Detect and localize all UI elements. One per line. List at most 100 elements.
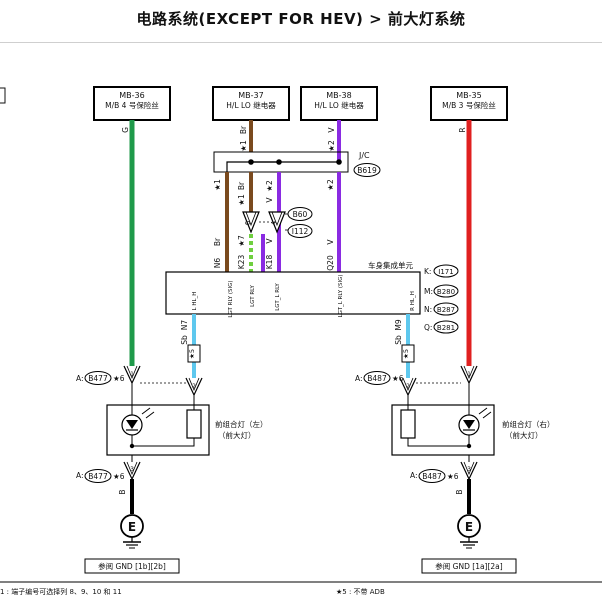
lamp-wire [407, 438, 469, 447]
pin-function: R HL_H [410, 291, 416, 311]
bcm-conn-letter: K: [424, 267, 431, 276]
svg-text:★5: ★5 [402, 349, 410, 359]
connector-badge-b477: B477 [84, 371, 112, 385]
fuse-name: H/L LO 继电器 [314, 100, 364, 110]
svg-text:B60: B60 [293, 210, 308, 219]
wire-note: ★1 [237, 194, 246, 206]
lamp-name: 前组合灯（右） [502, 419, 555, 429]
svg-text:参阅 GND [1b][2b]: 参阅 GND [1b][2b] [98, 561, 166, 571]
pin-function: L HL_H [192, 292, 198, 311]
wire-note: ★1 [213, 179, 222, 191]
wire-note: ★2 [326, 179, 335, 191]
lamp-sub: （前大灯） [505, 430, 543, 440]
pin-function: LGT RLY [250, 284, 256, 306]
headlamp-right-output-connector: 3 [460, 461, 478, 481]
ground-icon-left: E [120, 514, 144, 549]
svg-text:2: 2 [406, 383, 410, 390]
pin-number: K23 [237, 255, 246, 270]
ground-ref-right[interactable]: 参阅 GND [1a][2a] [421, 558, 517, 574]
wire-label: V [265, 238, 274, 244]
fuse-box-mb36: MB-36 M/B 4 号保险丝 [93, 86, 171, 121]
fuse-box-mb35: MB-35 M/B 3 号保险丝 [430, 86, 508, 121]
lamp-wire [132, 438, 195, 447]
pin-number: M9 [394, 319, 403, 330]
svg-text:3: 3 [467, 466, 471, 473]
bcm-box [165, 271, 421, 315]
ground-icon-right: E [457, 514, 481, 549]
connector-badge-b60: B60 [287, 207, 313, 221]
connector-badge-i171: I171 [433, 264, 459, 278]
wire-label: V [327, 127, 336, 133]
led-icon-left [121, 407, 155, 436]
wire-label: B [118, 489, 127, 494]
junction-dot [276, 159, 282, 165]
pin-number: K18 [265, 255, 274, 270]
conn-letter: A: [76, 471, 84, 480]
bcm-conn-letter: Q: [424, 323, 432, 332]
fuse-id: MB-38 [326, 91, 351, 100]
junction-dot [466, 443, 472, 449]
wire-label: Sb [394, 335, 403, 345]
wire-label: Br [237, 181, 246, 190]
wire-note: ★2 [265, 180, 274, 192]
svg-text:1: 1 [467, 371, 471, 378]
bcm-conn-letter: M: [424, 287, 433, 296]
wire-label: Br [239, 125, 248, 134]
svg-text:B477: B477 [88, 472, 108, 481]
pin-function: LGT RLY (SIG) [228, 280, 234, 317]
connector-badge-i112: I112 [287, 224, 313, 238]
svg-text:1: 1 [130, 371, 134, 378]
svg-text:参阅 GND [1a][2a]: 参阅 GND [1a][2a] [435, 561, 502, 571]
wire-label: G [121, 127, 130, 133]
connector-badge-b477: B477 [84, 469, 112, 483]
svg-text:B487: B487 [422, 472, 442, 481]
svg-text:E: E [465, 520, 473, 534]
wire-label: Br [213, 237, 222, 246]
wire-label: V [326, 239, 335, 245]
junction-label: J/C [358, 151, 370, 160]
fuse-box-mb37: MB-37 H/L LO 继电器 [212, 86, 290, 121]
fuse-box-mb38: MB-38 H/L LO 继电器 [300, 86, 378, 121]
headlamp-left-input-connector: 1 2 [123, 365, 203, 397]
connector-badge-b280: B280 [433, 284, 459, 298]
wire-note: ★6 [113, 472, 125, 481]
svg-text:B487: B487 [367, 374, 387, 383]
header-divider [0, 42, 602, 43]
svg-text:I112: I112 [292, 227, 309, 236]
adb-note-box-right: ★5 [401, 344, 415, 363]
pin-number: N7 [180, 320, 189, 331]
svg-text:B619: B619 [357, 166, 377, 175]
fuse-id: MB-37 [238, 91, 263, 100]
connector-badge-b487: B487 [418, 469, 446, 483]
junction-dot [248, 159, 254, 165]
headlamp-right-input-connector: 1 2 [399, 365, 478, 397]
wire-note: ★6 [447, 472, 459, 481]
resistor-left [186, 409, 202, 439]
wire-label: B [455, 489, 464, 494]
pin-function: LGT_L RLY [275, 283, 281, 311]
junction-dot [336, 159, 342, 165]
svg-text:B280: B280 [437, 288, 455, 296]
svg-text:B287: B287 [437, 306, 455, 314]
svg-text:2: 2 [192, 383, 196, 390]
wire-note: ★6 [113, 374, 125, 383]
wire-label: Sb [180, 335, 189, 345]
wire-label: V [265, 197, 274, 203]
svg-text:E: E [128, 520, 136, 534]
left-edge-bracket [0, 87, 6, 104]
svg-text:★5: ★5 [188, 349, 196, 359]
fuse-name: M/B 3 号保险丝 [442, 100, 496, 110]
wire-note: ★1 [239, 140, 248, 152]
svg-text:3: 3 [130, 466, 134, 473]
junction-dot [129, 443, 135, 449]
footnote: ★5 : 不带 ADB [336, 588, 385, 596]
adb-note-box-left: ★5 [187, 344, 201, 363]
diode-connector-b60: 6 [242, 211, 260, 234]
page-title: 电路系统(EXCEPT FOR HEV) > 前大灯系统 [136, 10, 466, 28]
footnote: 1 : 端子编号可选择列 8、9、10 和 11 [0, 587, 122, 596]
conn-letter: A: [355, 374, 363, 383]
pin-function: LGT_L RLY (SIG) [338, 275, 344, 318]
pin-number: N6 [213, 258, 222, 269]
ground-ref-left[interactable]: 参阅 GND [1b][2b] [84, 558, 180, 574]
